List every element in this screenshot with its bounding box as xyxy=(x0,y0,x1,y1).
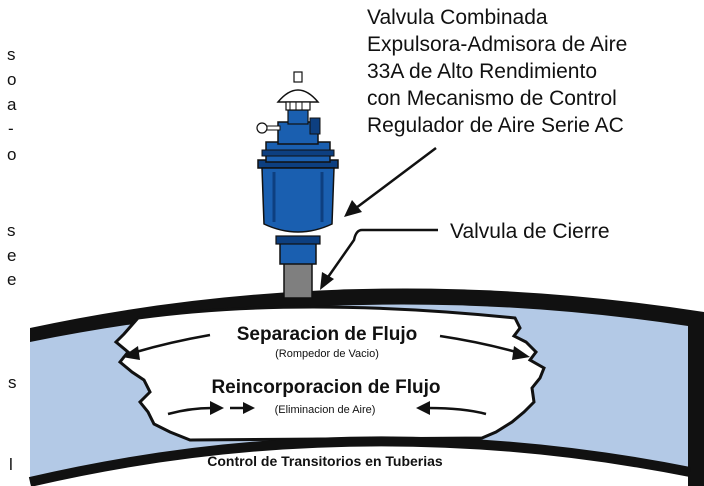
air-pocket xyxy=(113,305,546,442)
edge-fragment: o xyxy=(7,145,16,164)
valve-pointer-arrow xyxy=(344,147,437,217)
pipe-inner-arc xyxy=(30,443,688,486)
edge-fragment: l xyxy=(9,455,13,474)
shutoff-valve xyxy=(275,235,321,265)
edge-fragment: s xyxy=(7,45,16,64)
reincorporation-arrow-left-outer xyxy=(167,401,224,416)
edge-fragment: o xyxy=(7,70,16,89)
separation-title: Separacion de Flujo xyxy=(237,324,418,345)
reincorporation-arrow-right xyxy=(416,401,487,416)
pipe-caption: Control de Transitorios en Tuberias xyxy=(207,453,443,469)
valve-description-label: Valvula Combinada Expulsora-Admisora de … xyxy=(367,6,633,137)
pipe-inner-wall xyxy=(28,436,691,486)
edge-fragment: s xyxy=(7,221,16,240)
reincorporation-title: Reincorporacion de Flujo xyxy=(211,377,440,398)
edge-fragment: s xyxy=(8,373,17,392)
separation-arrow-left xyxy=(122,333,211,360)
shutoff-valve-label: Valvula de Cierre xyxy=(450,220,610,243)
left-edge-text-fragments: s o a - o s e e s l xyxy=(7,45,17,474)
reincorporation-arrow-left-inner xyxy=(230,402,255,414)
valve-riser-pipe xyxy=(283,261,313,299)
air-valve-body xyxy=(257,121,339,233)
separation-arrow-right xyxy=(439,334,530,360)
edge-fragment: a xyxy=(7,95,17,114)
reincorporation-subtitle: (Eliminacion de Aire) xyxy=(275,404,376,416)
edge-fragment: e xyxy=(7,270,16,289)
separation-subtitle: (Rompedor de Vacio) xyxy=(275,348,379,360)
shutoff-pointer-arrow xyxy=(320,228,438,290)
edge-fragment: - xyxy=(8,119,14,138)
control-mechanism xyxy=(256,71,321,135)
edge-fragment: e xyxy=(7,246,16,265)
